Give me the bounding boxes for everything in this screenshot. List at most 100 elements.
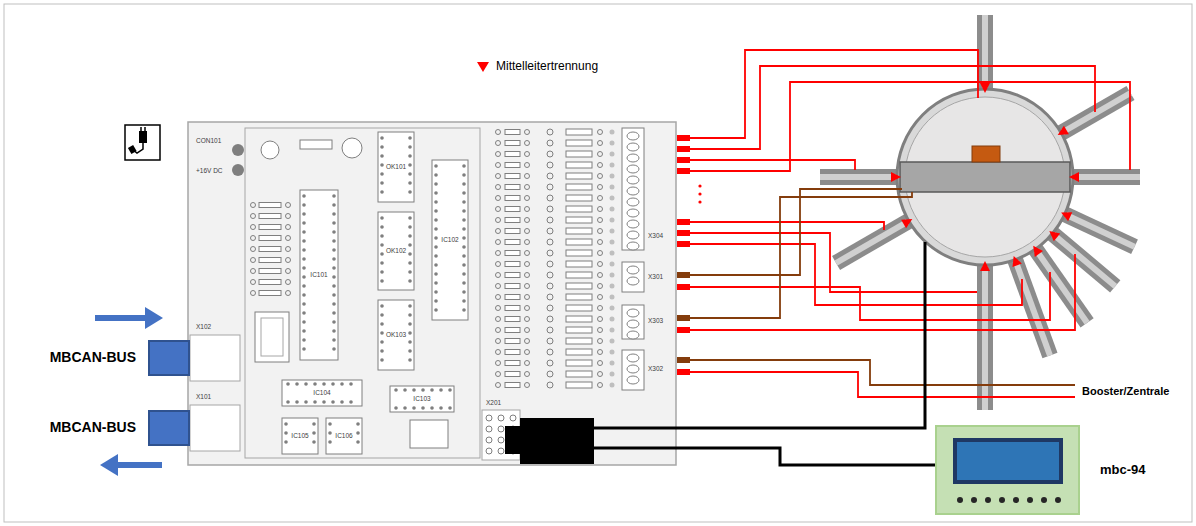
resistor-row	[496, 129, 615, 135]
resistor-row	[496, 217, 615, 223]
device-button	[957, 497, 963, 503]
display-screen	[953, 438, 1063, 484]
wiring	[594, 50, 1130, 465]
resistor-row	[496, 294, 615, 300]
terminal-pin	[677, 241, 690, 247]
connector-pad	[486, 426, 492, 432]
resistor-row	[251, 280, 291, 285]
silkscreen-label: X304	[648, 232, 663, 239]
connector-pad	[486, 437, 492, 443]
resistor-row	[496, 283, 615, 289]
resistor-row	[251, 269, 291, 274]
terminal-pin	[677, 146, 690, 152]
resistor-row	[496, 151, 615, 157]
resistor-row	[251, 203, 291, 208]
resistor-row	[496, 206, 615, 212]
destination-label: Booster/Zentrale	[1082, 385, 1169, 397]
silkscreen-label: IC101	[310, 271, 327, 278]
resistor-row	[496, 371, 615, 377]
bus-arrow-in	[95, 307, 163, 329]
resistor-row	[251, 236, 291, 241]
continuation-dot	[698, 192, 701, 195]
silkscreen-label: OK102	[386, 247, 406, 254]
terminal-pin	[677, 272, 690, 278]
tracks	[820, 15, 1140, 410]
terminal-pin	[677, 357, 690, 363]
silkscreen-label: IC106	[335, 432, 352, 439]
resistor-row	[496, 184, 615, 190]
isolation-triangle	[1069, 172, 1079, 182]
circuit-board	[188, 122, 676, 465]
device-button	[999, 497, 1005, 503]
power-icon	[125, 125, 160, 160]
resistor-row	[251, 258, 291, 263]
silkscreen-label: X301	[648, 273, 663, 280]
isolation-triangle	[1058, 126, 1069, 135]
wire	[690, 222, 884, 230]
bus-connector: MBCAN-BUS	[148, 340, 190, 376]
connector-pad	[486, 415, 492, 421]
isolation-triangle	[1013, 256, 1022, 267]
device-button	[1013, 497, 1019, 503]
resistor-row	[496, 261, 615, 267]
turntable	[897, 89, 1073, 265]
ic-chip	[432, 160, 468, 320]
isolation-triangle	[901, 219, 912, 228]
resistor-row	[496, 316, 615, 322]
resistor-row	[251, 291, 291, 296]
terminal-block	[622, 128, 644, 250]
terminal-pin	[677, 157, 690, 163]
ic-chip	[300, 190, 338, 360]
device-button	[985, 497, 991, 503]
ic-chip	[378, 300, 414, 370]
ic-chip	[282, 380, 362, 406]
continuation-dot	[698, 184, 701, 187]
terminal-pin	[677, 219, 690, 225]
bus-label: MBCAN-BUS	[50, 420, 136, 435]
device-button	[1041, 497, 1047, 503]
silkscreen-label: CON101	[196, 137, 221, 144]
device-button	[971, 497, 977, 503]
isolation-triangle	[1061, 212, 1072, 221]
bus-label: MBCAN-BUS	[50, 350, 136, 365]
silkscreen-label: IC102	[441, 236, 458, 243]
board-components	[251, 128, 645, 454]
connector-pad	[498, 415, 504, 421]
resistor-row	[496, 195, 615, 201]
wire	[690, 66, 1095, 149]
wire	[690, 372, 1075, 397]
terminal-pin	[677, 369, 690, 375]
terminal-block	[622, 262, 644, 292]
resistor-row	[496, 173, 615, 179]
wire	[690, 192, 912, 318]
isolation-marks	[891, 83, 1079, 271]
silkscreen-label: OK103	[386, 331, 406, 338]
silkscreen-label: IC104	[313, 389, 330, 396]
silkscreen-label: X102	[196, 323, 211, 330]
terminal-pin	[677, 284, 690, 290]
terminal-block	[622, 305, 644, 339]
wire	[690, 50, 978, 138]
device-button	[1027, 497, 1033, 503]
connector-pad	[498, 448, 504, 454]
silkscreen-label: IC105	[291, 432, 308, 439]
wire	[690, 254, 1075, 330]
resistor-row	[496, 272, 615, 278]
isolation-triangle	[1049, 231, 1060, 241]
ic-chip	[378, 132, 414, 202]
ic-chip	[326, 418, 362, 454]
continuation-dot	[698, 200, 701, 203]
resistor-row	[496, 305, 615, 311]
resistor-row	[251, 225, 291, 230]
isolation-triangle	[891, 172, 901, 182]
terminal-pin	[677, 230, 690, 236]
device-button	[1055, 497, 1061, 503]
cable-plug	[505, 418, 594, 464]
connector-pad	[510, 415, 516, 421]
silkscreen-label: X303	[648, 317, 663, 324]
resistor-row	[496, 140, 615, 146]
wire	[690, 233, 977, 292]
silkscreen-label: X101	[196, 393, 211, 400]
device-label: mbc-94	[1100, 463, 1146, 477]
